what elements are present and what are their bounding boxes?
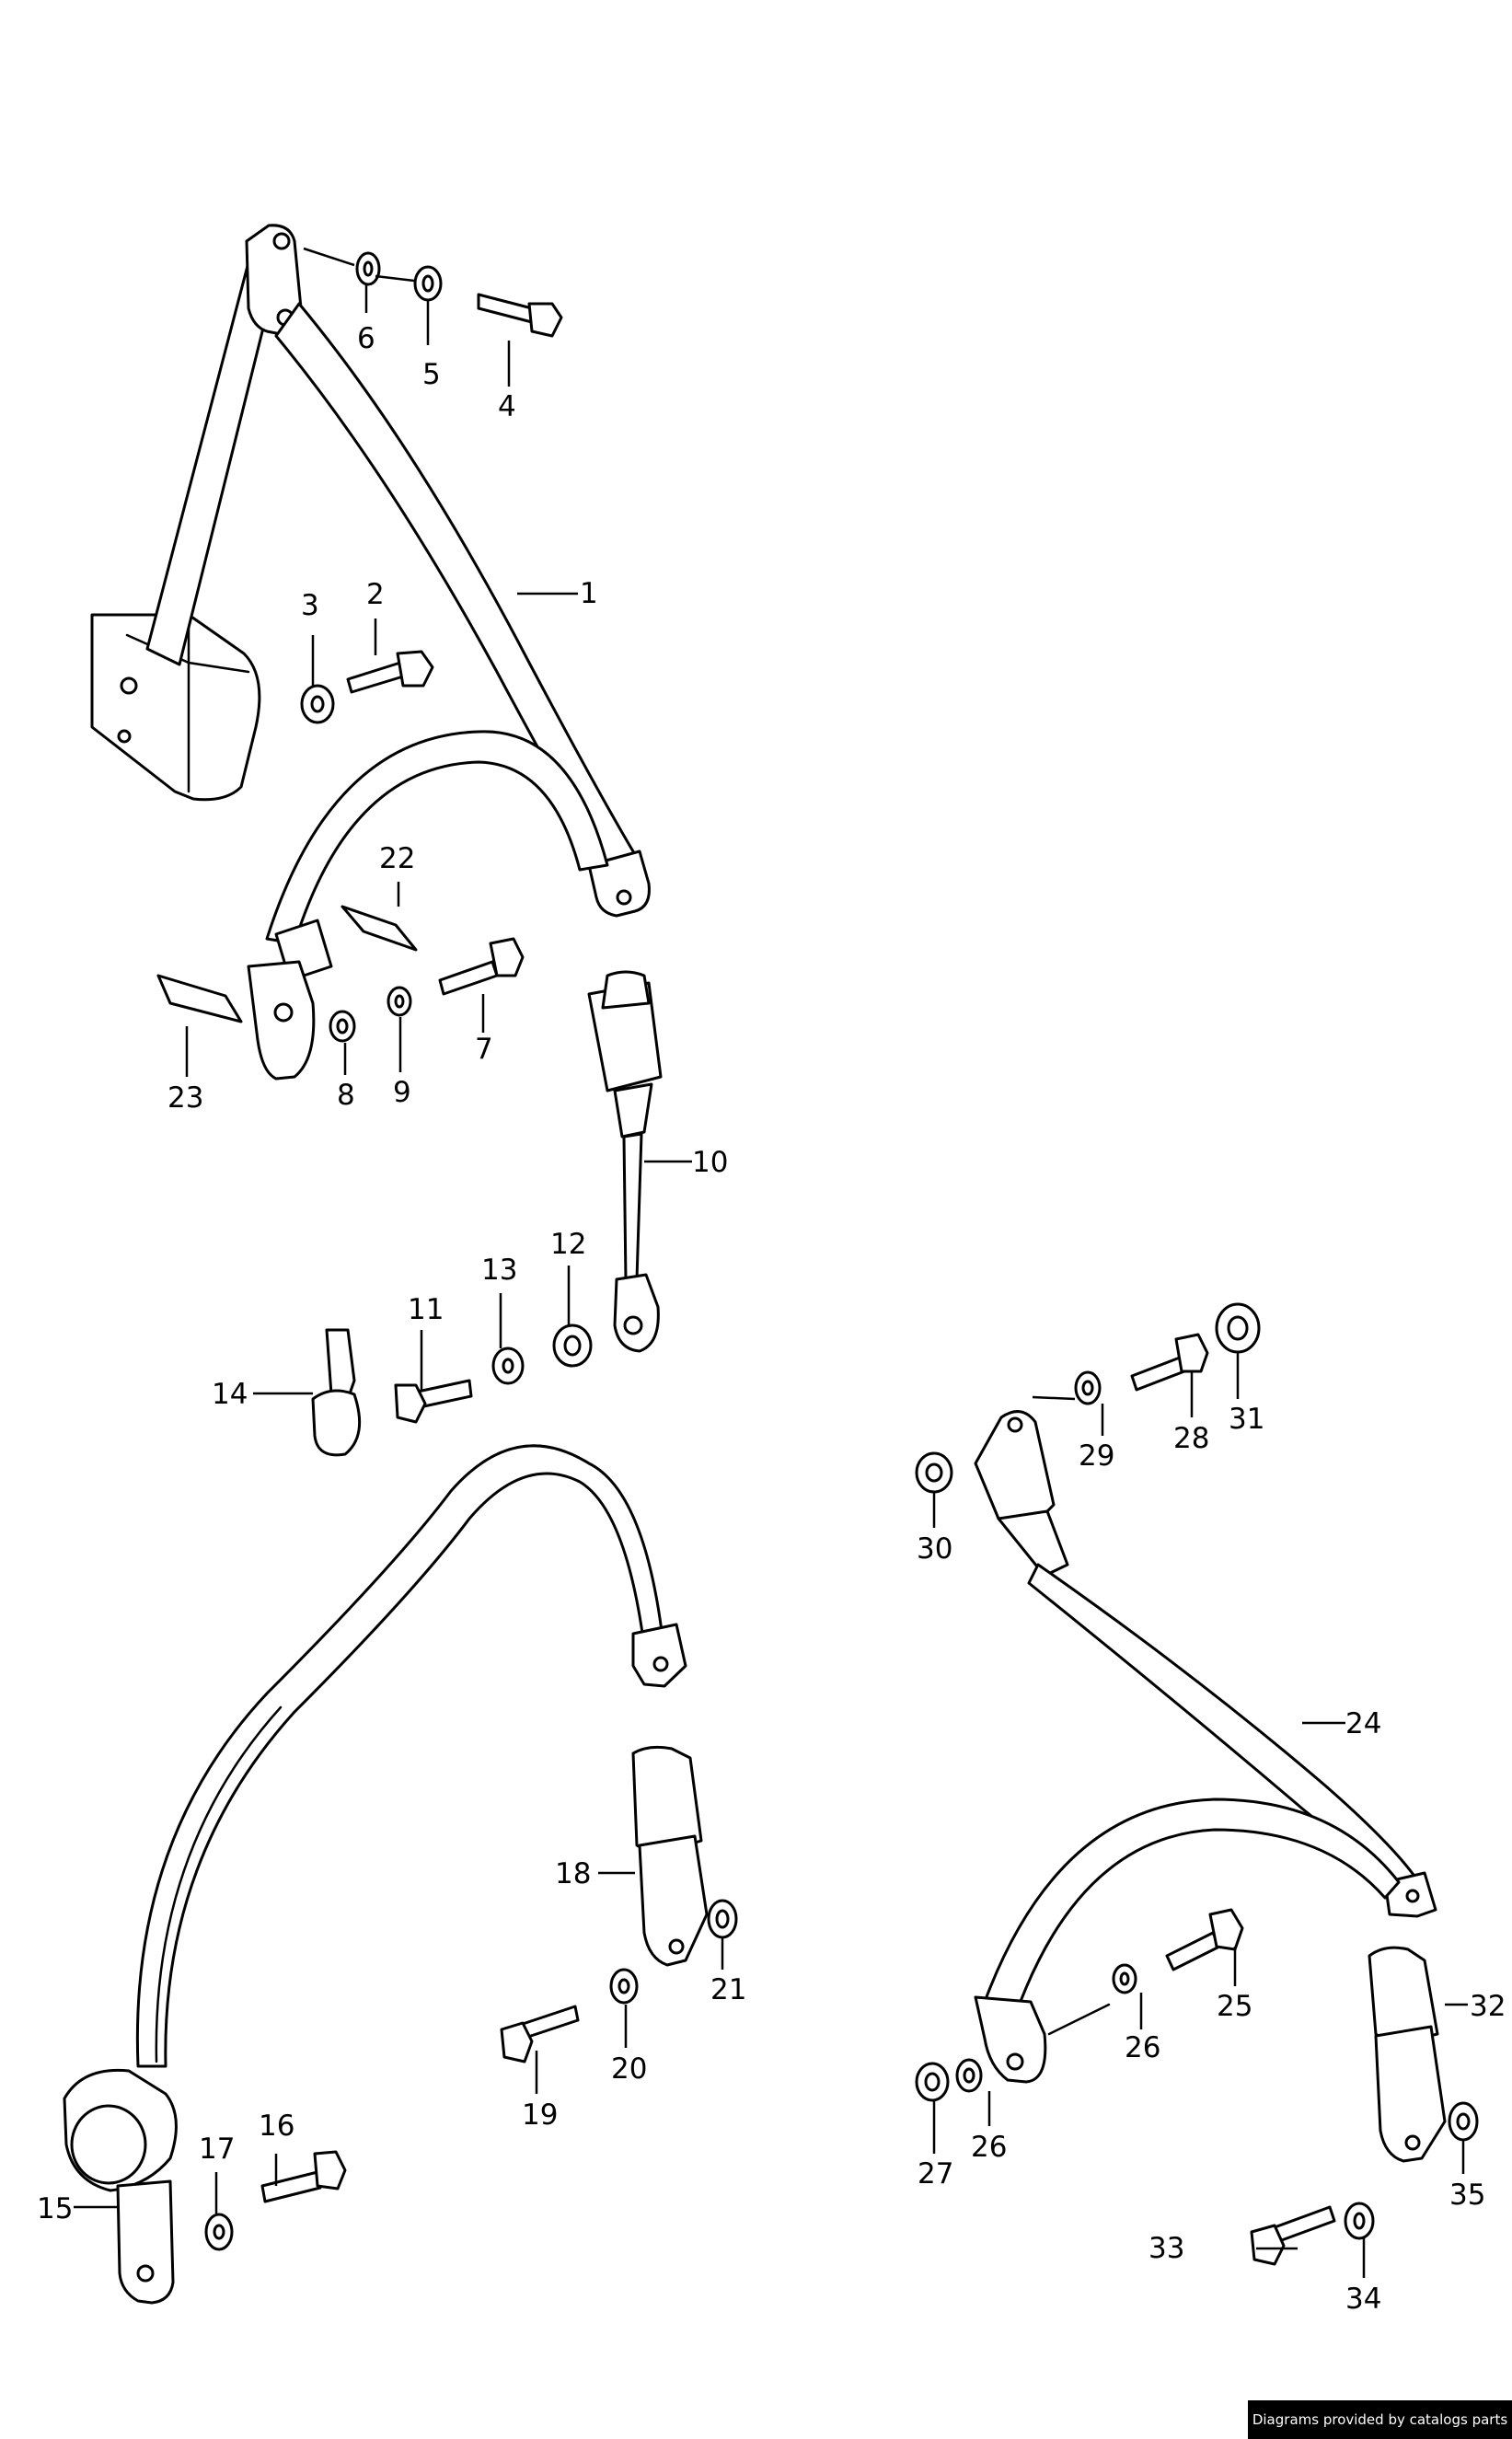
leader-lines: [74, 247, 1468, 2278]
label-6: 6: [357, 322, 375, 355]
label-4: 4: [498, 390, 516, 423]
label-1: 1: [580, 577, 598, 610]
label-26a: 26: [1125, 2031, 1160, 2064]
label-11: 11: [408, 1293, 444, 1326]
label-32: 32: [1470, 1990, 1506, 2023]
label-3: 3: [301, 589, 319, 622]
label-17: 17: [199, 2133, 235, 2166]
label-25: 25: [1217, 1990, 1252, 2023]
front-belt-assembly: [90, 224, 651, 1081]
label-16: 16: [259, 2110, 294, 2143]
mid-small-parts: [311, 1324, 593, 1457]
label-19: 19: [522, 2098, 558, 2132]
label-34: 34: [1345, 2283, 1381, 2316]
credit-banner: Diagrams provided by catalogs parts: [1248, 2400, 1512, 2439]
label-13: 13: [481, 1254, 517, 1287]
label-33: 33: [1148, 2232, 1184, 2265]
upper-small-parts: [156, 251, 563, 1043]
label-10: 10: [692, 1146, 728, 1179]
label-7: 7: [475, 1033, 493, 1066]
label-5: 5: [422, 358, 441, 391]
label-18: 18: [555, 1857, 591, 1890]
label-31: 31: [1229, 1403, 1264, 1436]
rear-right-belt: [915, 1302, 1479, 2266]
buckle-cable: [587, 970, 663, 1353]
label-14: 14: [212, 1378, 248, 1411]
label-12: 12: [550, 1228, 586, 1261]
label-23: 23: [167, 1081, 203, 1115]
rear-left-belt: [63, 1444, 738, 2305]
label-28: 28: [1173, 1422, 1209, 1455]
label-35: 35: [1449, 2179, 1485, 2212]
label-29: 29: [1079, 1439, 1114, 1473]
label-21: 21: [710, 1973, 746, 2006]
label-9: 9: [393, 1076, 411, 1109]
label-8: 8: [337, 1079, 355, 1112]
label-24: 24: [1345, 1707, 1381, 1740]
label-30: 30: [917, 1532, 952, 1566]
credit-text: Diagrams provided by catalogs parts: [1252, 2411, 1508, 2428]
label-15: 15: [37, 2192, 73, 2225]
label-22: 22: [379, 842, 415, 875]
label-20: 20: [611, 2052, 647, 2086]
label-26b: 26: [971, 2131, 1007, 2164]
callout-labels: 1 2 3 4 5 6 7 8 9 10 11 12 13 14 15 16 1…: [37, 322, 1506, 2316]
label-2: 2: [366, 578, 385, 611]
label-27: 27: [918, 2157, 953, 2190]
